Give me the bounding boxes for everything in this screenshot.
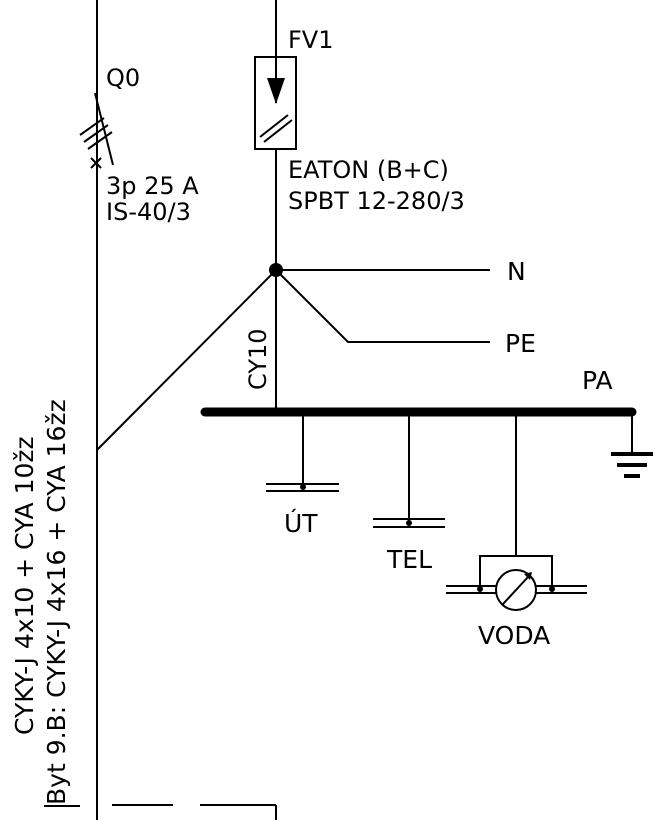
telecom-label: TEL: [386, 545, 432, 574]
breaker-type-label: IS-40/3: [106, 198, 191, 226]
neutral-label: N: [507, 257, 526, 286]
cable-spec-line-1: CYKY-J 4x10 + CYA 10žz: [10, 436, 39, 735]
bonding-wire-label: CY10: [244, 328, 272, 390]
heating-label: ÚT: [284, 508, 318, 538]
surge-arrester-fv1-symbol: [254, 56, 297, 150]
arrester-model-label: SPBT 12-280/3: [288, 187, 465, 215]
protective-earth-label: PE: [505, 329, 536, 358]
telecom-connection-symbol: [373, 412, 445, 528]
water-meter-icon: [495, 569, 537, 611]
feed-to-junction-line: [96, 269, 277, 451]
ground-icon: [611, 412, 653, 478]
protective-earth-line: [275, 269, 490, 343]
water-connection-symbol: [446, 412, 587, 594]
heating-connection-symbol: [266, 412, 339, 492]
bonding-bar-label: PA: [582, 366, 613, 395]
water-label: VODA: [478, 621, 550, 650]
cable-spec-line-2: Byt 9.B: CYKY-J 4x16 + CYA 16žz: [42, 399, 71, 805]
arrester-id-label: FV1: [288, 26, 334, 54]
breaker-id-label: Q0: [106, 64, 140, 92]
breaker-q0-symbol: [79, 92, 114, 169]
breaker-rating-label: 3p 25 A: [106, 172, 199, 200]
arrester-maker-label: EATON (B+C): [288, 156, 449, 184]
